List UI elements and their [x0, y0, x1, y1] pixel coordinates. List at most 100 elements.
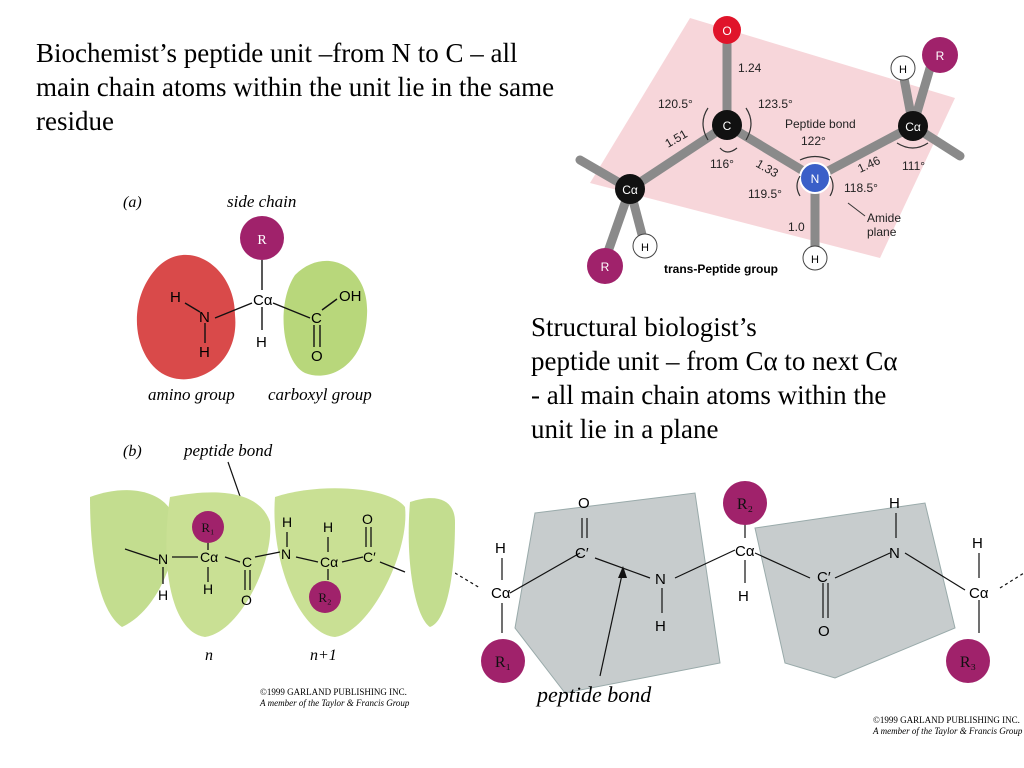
r1-label: R₁ — [201, 520, 214, 535]
co-bond-length: 1.24 — [738, 61, 762, 75]
h-ca2: H — [738, 588, 749, 605]
amide-plane-line: Amide — [867, 211, 901, 225]
calpha-right-label: Cα — [905, 120, 921, 134]
carbonyl-carbon-atom — [712, 110, 742, 140]
calpha-label: Cα — [253, 292, 273, 309]
r-label: R — [257, 233, 267, 248]
r-bottom-atom — [587, 248, 623, 284]
angle-116: 116° — [710, 157, 734, 171]
angle-120: 120.5° — [658, 97, 693, 111]
copyright-b-1: ©1999 GARLAND PUBLISHING INC. — [260, 687, 407, 697]
angle-118: 118.5° — [844, 181, 878, 195]
o-label: O — [311, 348, 323, 365]
h-ca1: H — [495, 540, 506, 557]
n-1: N — [655, 571, 666, 588]
h-calpha-n: H — [203, 581, 213, 597]
trans-peptide-figure: O C N Cα Cα R R H H H 1.24 120.5° — [570, 8, 970, 290]
angle-122: 122° — [801, 134, 826, 148]
figure-peptide-planes: R₁ R₂ R₃ H Cα O C′ N H Cα H C′ O H N H C… — [455, 478, 1024, 743]
nitrogen-atom — [799, 162, 831, 194]
biochemist-caption: Biochemist’s peptide unit –from N to C –… — [36, 38, 555, 136]
o-n1: O — [362, 511, 373, 527]
copyright-c-2: A member of the Taylor & Francis Group — [872, 726, 1023, 736]
nh-bond-length: 1.0 — [788, 220, 805, 234]
calpha-n-label: Cα — [200, 549, 218, 565]
green-shape-far-right — [408, 498, 455, 627]
calpha-n1-label: Cα — [320, 554, 338, 570]
h-top-atom — [890, 55, 916, 81]
c-label: C — [311, 310, 322, 327]
copyright-b-2: A member of the Taylor & Francis Group — [259, 698, 410, 708]
o-1: O — [578, 495, 590, 512]
r1-label-c: R₁ — [495, 654, 511, 671]
structural-caption-line-1: Structural biologist’s — [531, 312, 757, 342]
n-right-label: N — [281, 546, 291, 562]
h-bottom-atom — [802, 245, 828, 271]
amide-plane-line: plane — [867, 225, 897, 239]
n-left-label: N — [158, 551, 168, 567]
calpha-2: Cα — [735, 543, 755, 560]
h-n-right: H — [282, 514, 292, 530]
carboxyl-group-label: carboxyl group — [268, 385, 372, 404]
copyright-c-1: ©1999 GARLAND PUBLISHING INC. — [873, 715, 1020, 725]
h-alpha: H — [256, 334, 267, 351]
side-chain-label: side chain — [227, 192, 296, 211]
r2-label: R₂ — [318, 590, 331, 605]
h-top-label: H — [899, 64, 907, 76]
angle-111: 111° — [902, 159, 925, 173]
n-2: N — [889, 545, 900, 562]
residue-n1-label: n+1 — [310, 647, 337, 664]
figure-a: (a) side chain R Cα N H H H C OH O amino… — [115, 185, 405, 410]
h-amino-1: H — [170, 289, 181, 306]
r1-atom-c — [481, 639, 525, 683]
structural-caption-line-3: - all main chain atoms within the — [531, 380, 887, 410]
h-left-atom — [632, 233, 658, 259]
r3-atom-c — [946, 639, 990, 683]
oxygen-label: O — [722, 24, 731, 38]
oxygen-atom — [713, 16, 741, 44]
h-n1: H — [655, 618, 666, 635]
r3-label-c: R₃ — [960, 654, 976, 671]
peptide-bond-label-b: peptide bond — [183, 441, 273, 460]
peptide-bond-label-c: peptide bond — [535, 682, 652, 707]
calpha-1: Cα — [491, 585, 511, 602]
h-left-label: H — [641, 242, 649, 254]
figure-b: (b) peptide bond R₁ R₂ — [60, 412, 460, 712]
peptide-plane-right — [754, 502, 956, 679]
structural-biologist-caption: Structural biologist’s peptide unit – fr… — [531, 310, 1021, 446]
h-n2: H — [889, 495, 900, 512]
angle-119: 119.5° — [748, 187, 782, 201]
fig-a-label: (a) — [123, 194, 142, 211]
r-top-label: R — [936, 49, 945, 63]
amino-group-label: amino group — [148, 385, 235, 404]
structural-caption-line-4: unit lie in a plane — [531, 414, 719, 444]
green-shape-middle — [166, 492, 271, 637]
cprime-1: C′ — [575, 545, 589, 562]
green-shape-right — [274, 488, 406, 637]
h-n-left: H — [158, 587, 168, 603]
r2-atom-c — [723, 481, 767, 525]
r2-label-c: R₂ — [737, 496, 753, 513]
green-shape-left — [90, 490, 176, 627]
residue-n-label: n — [205, 647, 213, 664]
carboxyl-group-blob — [283, 260, 368, 376]
trans-peptide-title: trans-Peptide group — [664, 262, 778, 276]
calpha-left-label: Cα — [622, 183, 638, 197]
angle-123: 123.5° — [758, 97, 793, 111]
amino-group-blob — [136, 254, 236, 380]
cprime-label: C′ — [363, 549, 376, 565]
carbon-label: C — [723, 119, 732, 133]
o-2: O — [818, 623, 830, 640]
c-n-label: C — [242, 554, 252, 570]
h-ca3: H — [972, 535, 983, 552]
side-chain-r — [240, 216, 284, 260]
r-bottom-label: R — [601, 260, 610, 274]
h-bottom-label: H — [811, 254, 819, 266]
structural-caption-line-2: peptide unit – from Cα to next Cα — [531, 346, 898, 376]
h-amino-2: H — [199, 344, 210, 361]
peptide-bond-label: Peptide bond — [785, 117, 856, 131]
calpha-left-atom — [615, 174, 645, 204]
r2-atom — [309, 581, 341, 613]
amide-plane — [590, 18, 955, 258]
